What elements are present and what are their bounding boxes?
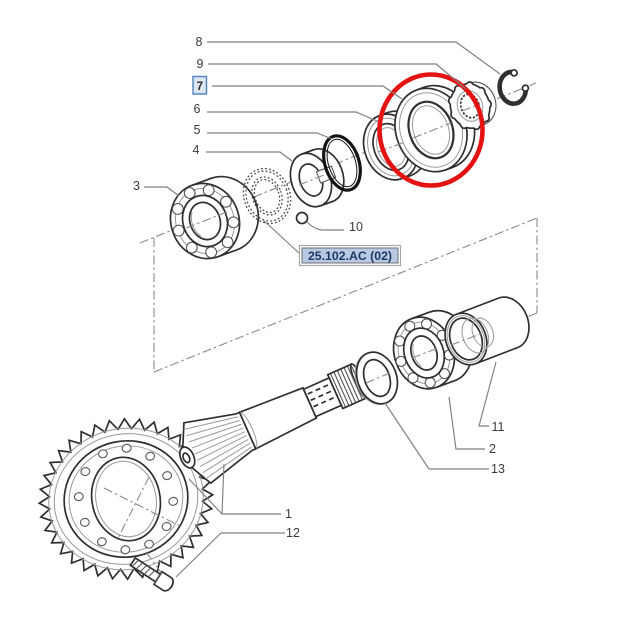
bearing-3-rollers <box>171 184 240 259</box>
callout-7-label[interactable]: 7 <box>197 81 203 93</box>
ball-10[interactable] <box>295 211 309 225</box>
mount-bolt[interactable] <box>129 555 176 593</box>
callout-3-label[interactable]: 3 <box>133 179 140 193</box>
bearing-2-rollers <box>394 318 455 389</box>
bolt-threads <box>131 559 156 578</box>
callout-13-label[interactable]: 13 <box>491 462 505 476</box>
callout-8-label[interactable]: 8 <box>196 35 203 49</box>
callout-2-label[interactable]: 2 <box>489 442 496 456</box>
shaft-spline-marks <box>307 383 336 408</box>
ring-gear[interactable] <box>24 403 227 596</box>
ref-code-label[interactable]: 25.102.AC (02) <box>298 244 402 267</box>
callout-6-label[interactable]: 6 <box>194 102 201 116</box>
bearing-7[interactable] <box>384 75 486 182</box>
spacer-11[interactable] <box>438 291 536 371</box>
bore-axis-lines <box>185 103 484 384</box>
callout-10-label[interactable]: 10 <box>349 220 363 234</box>
leader-lines <box>144 41 501 578</box>
callout-1-label[interactable]: 1 <box>285 507 292 521</box>
pinion-teeth-lines <box>183 416 252 480</box>
callout-11-label[interactable]: 11 <box>492 420 505 434</box>
callout-12-label[interactable]: 12 <box>286 526 300 540</box>
snap-ring-8[interactable] <box>497 68 531 107</box>
bearing-3[interactable] <box>160 167 269 269</box>
o-ring-5[interactable] <box>317 131 367 195</box>
callout-9-label[interactable]: 9 <box>197 57 204 71</box>
highlight-circle <box>377 72 485 188</box>
ref-code-text: 25.102.AC (02) <box>308 249 392 263</box>
selected-callout-7-box[interactable] <box>192 75 208 95</box>
callout-5-label[interactable]: 5 <box>194 123 201 137</box>
callout-4-label[interactable]: 4 <box>193 143 200 157</box>
gear-bolt-holes <box>73 443 179 555</box>
pinion-shaft[interactable] <box>168 349 376 490</box>
ref-code-highlight <box>301 247 399 264</box>
